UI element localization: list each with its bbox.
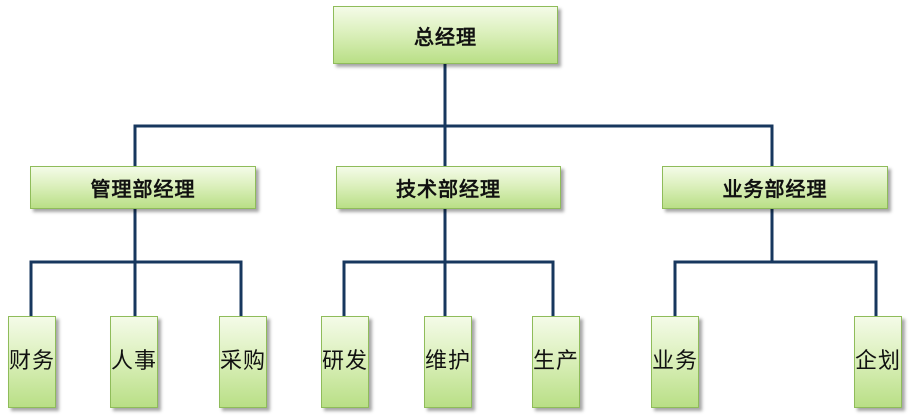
node-production: 生产 bbox=[532, 316, 580, 408]
node-tech-manager: 技术部经理 bbox=[336, 166, 561, 209]
node-rnd: 研发 bbox=[321, 316, 369, 408]
node-business-manager: 业务部经理 bbox=[662, 166, 888, 209]
node-admin-manager: 管理部经理 bbox=[30, 166, 256, 209]
node-finance: 财务 bbox=[8, 316, 56, 408]
node-purchasing: 采购 bbox=[219, 316, 267, 408]
node-hr: 人事 bbox=[110, 316, 158, 408]
node-planning: 企划 bbox=[854, 316, 902, 408]
node-sales: 业务 bbox=[651, 316, 699, 408]
node-maintenance: 维护 bbox=[424, 316, 472, 408]
node-general-manager: 总经理 bbox=[333, 6, 558, 64]
